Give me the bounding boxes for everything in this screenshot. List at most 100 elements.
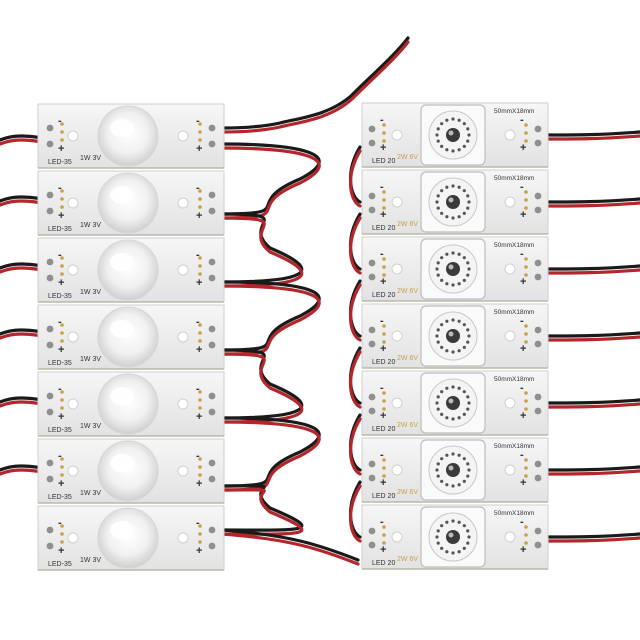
gold-via [198, 272, 202, 276]
minus-label: - [196, 316, 200, 328]
gold-via [198, 406, 202, 410]
gold-via [524, 399, 528, 403]
lens-dot [462, 122, 466, 126]
left-edge-wire-4 [0, 328, 46, 340]
plus-label: + [520, 276, 526, 288]
left-jumper-wire-1-black [220, 142, 321, 216]
mount-hole [177, 130, 189, 142]
lens-dot [467, 267, 471, 271]
model-label: LED-35 [48, 494, 72, 501]
gold-via [524, 257, 528, 261]
model-label: LED-35 [48, 293, 72, 300]
minus-label: - [380, 516, 384, 528]
right-edge-wire-4 [546, 331, 640, 342]
lens-dot [466, 127, 470, 131]
gold-via [382, 391, 386, 395]
solder-pad [46, 274, 54, 282]
solder-pad [46, 341, 54, 349]
plus-label: + [380, 276, 386, 288]
gold-via [524, 525, 528, 529]
right-edge-wire-1 [546, 130, 640, 141]
lens-dot [451, 283, 455, 287]
led-chip [446, 329, 460, 343]
gold-via [524, 541, 528, 545]
left-jumper-wire-6-red [220, 488, 304, 536]
plus-label: + [58, 277, 64, 289]
solder-pad [368, 273, 376, 281]
gold-via [524, 123, 528, 127]
gold-via [524, 190, 528, 194]
lens-dot [466, 206, 470, 210]
minus-label: - [520, 516, 524, 528]
solder-pad [368, 474, 376, 482]
right-link-wire-1 [348, 145, 362, 208]
lens-dot [462, 256, 466, 260]
power-label: 1W 3V [80, 423, 101, 430]
solder-pad [208, 542, 216, 550]
solder-pad [46, 408, 54, 416]
solder-pad [368, 125, 376, 133]
lens-dot [462, 479, 466, 483]
lens-dot [466, 407, 470, 411]
minus-label: - [196, 182, 200, 194]
left-jumper-wire-3 [220, 280, 321, 356]
power-label: 1W 3V [80, 289, 101, 296]
lens-dot [466, 529, 470, 533]
lens-dot [445, 319, 449, 323]
lens-dot [457, 118, 461, 122]
left-jumper-wire-3-black [220, 280, 321, 352]
lens-dot [451, 318, 455, 322]
power-label: 2W 6V [397, 556, 418, 563]
plus-label: + [520, 544, 526, 556]
solder-pad [208, 475, 216, 483]
right-edge-wire-3-black [546, 264, 640, 271]
mount-hole [504, 397, 516, 409]
left-bottom-jumper [220, 528, 360, 566]
mount-hole [67, 398, 79, 410]
mount-hole [504, 263, 516, 275]
lens-dot [457, 185, 461, 189]
model-label: LED 20 [372, 493, 395, 500]
lens-dot [457, 215, 461, 219]
chip-highlight [448, 130, 454, 136]
size-label: 50mmX18mm [494, 376, 534, 383]
solder-pad [46, 207, 54, 215]
lens-dot [466, 273, 470, 277]
right-edge-wire-6 [546, 465, 640, 476]
lens-dot [467, 535, 471, 539]
left-bottom-jumper-black [220, 528, 360, 562]
mount-hole [177, 532, 189, 544]
lens-dot [457, 386, 461, 390]
lens-dot [462, 457, 466, 461]
power-label: 1W 3V [80, 356, 101, 363]
model-label: LED 20 [372, 426, 395, 433]
right-edge-wire-7 [546, 532, 640, 543]
right-edge-wire-4-black [546, 331, 640, 338]
minus-label: - [380, 449, 384, 461]
power-label: 2W 6V [397, 154, 418, 161]
solder-pad [208, 124, 216, 132]
lens-dot [435, 468, 439, 472]
minus-label: - [380, 114, 384, 126]
right-link-wire-3 [348, 279, 362, 342]
right-edge-wire-7-black [546, 532, 640, 539]
lens-dot [466, 328, 470, 332]
plus-label: + [196, 143, 202, 155]
gold-via [60, 122, 64, 126]
mount-hole [504, 330, 516, 342]
gold-via [60, 130, 64, 134]
plus-label: + [520, 477, 526, 489]
gold-via [198, 524, 202, 528]
solder-pad [46, 258, 54, 266]
solder-pad [534, 206, 542, 214]
lens-dot [451, 519, 455, 523]
lens-dot [457, 453, 461, 457]
gold-via [198, 465, 202, 469]
lens-dot [445, 550, 449, 554]
